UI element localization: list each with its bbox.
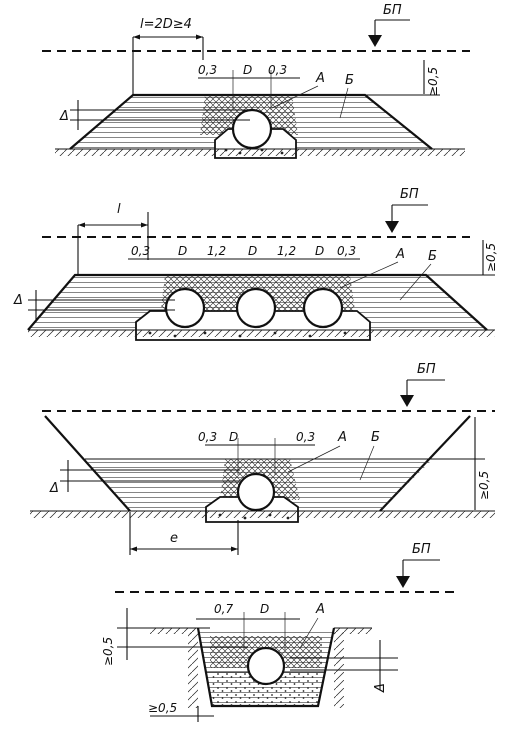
pipe <box>236 472 276 512</box>
label-0-7: 0,7 <box>214 602 233 616</box>
label-b: Б <box>345 73 354 88</box>
label-ge05: ≥0,5 <box>426 67 440 96</box>
pipe-1 <box>164 287 206 329</box>
label-bp: БП <box>417 362 436 377</box>
label-d-2: D <box>248 244 257 258</box>
label-a: А <box>315 71 325 86</box>
label-b: Б <box>428 249 437 264</box>
label-d-3: D <box>315 244 324 258</box>
label-delta: Δ <box>49 481 59 496</box>
panel-pipe-in-trench: 0,7 D А ≥0,5 Δ ≥0,5 БП <box>101 542 455 722</box>
label-delta: Δ <box>13 293 23 308</box>
label-0-3-left: 0,3 <box>198 63 217 77</box>
label-0-3-right: 0,3 <box>337 244 356 258</box>
label-l-formula: l=2D≥4 <box>140 17 192 32</box>
label-ge05: ≥0,5 <box>484 243 498 272</box>
label-ge05: ≥0,5 <box>477 471 491 500</box>
label-d: D <box>260 602 269 616</box>
left-cut-slope <box>44 415 131 512</box>
label-bp: БП <box>383 3 402 18</box>
pipe <box>246 646 286 686</box>
label-a: А <box>395 247 405 262</box>
label-l: l <box>117 202 121 217</box>
label-d: D <box>243 63 252 77</box>
label-0-3-left: 0,3 <box>131 244 150 258</box>
label-b: Б <box>371 430 380 445</box>
panel-single-pipe-embankment: l=2D≥4 0,3 D 0,3 А Б Δ ≥0,5 БП <box>42 3 470 159</box>
pipe <box>231 108 273 150</box>
panel-single-pipe-cutting: 0,3 D 0,3 А Б Δ ≥0,5 e БП <box>30 362 495 555</box>
label-bp: БП <box>400 187 419 202</box>
label-0-3-right: 0,3 <box>268 63 287 77</box>
label-ge05-left: ≥0,5 <box>101 637 115 666</box>
label-delta: Δ <box>373 683 388 693</box>
label-e: e <box>170 531 178 546</box>
panel-triple-pipe-embankment: l 0,3 D 1,2 D 1,2 D 0,3 А Б Δ ≥0,5 БП <box>13 187 498 341</box>
pipe-3 <box>302 287 344 329</box>
label-delta: Δ <box>59 109 69 124</box>
label-a: А <box>315 602 325 617</box>
label-bp: БП <box>412 542 431 557</box>
label-ge05-bottom: ≥0,5 <box>148 701 177 715</box>
label-1-2-right: 1,2 <box>277 244 296 258</box>
label-d-1: D <box>178 244 187 258</box>
label-1-2-left: 1,2 <box>207 244 226 258</box>
label-a: А <box>337 430 347 445</box>
pipe-2 <box>235 287 277 329</box>
label-0-3-right: 0,3 <box>296 430 315 444</box>
label-d: D <box>229 430 238 444</box>
label-0-3-left: 0,3 <box>198 430 217 444</box>
